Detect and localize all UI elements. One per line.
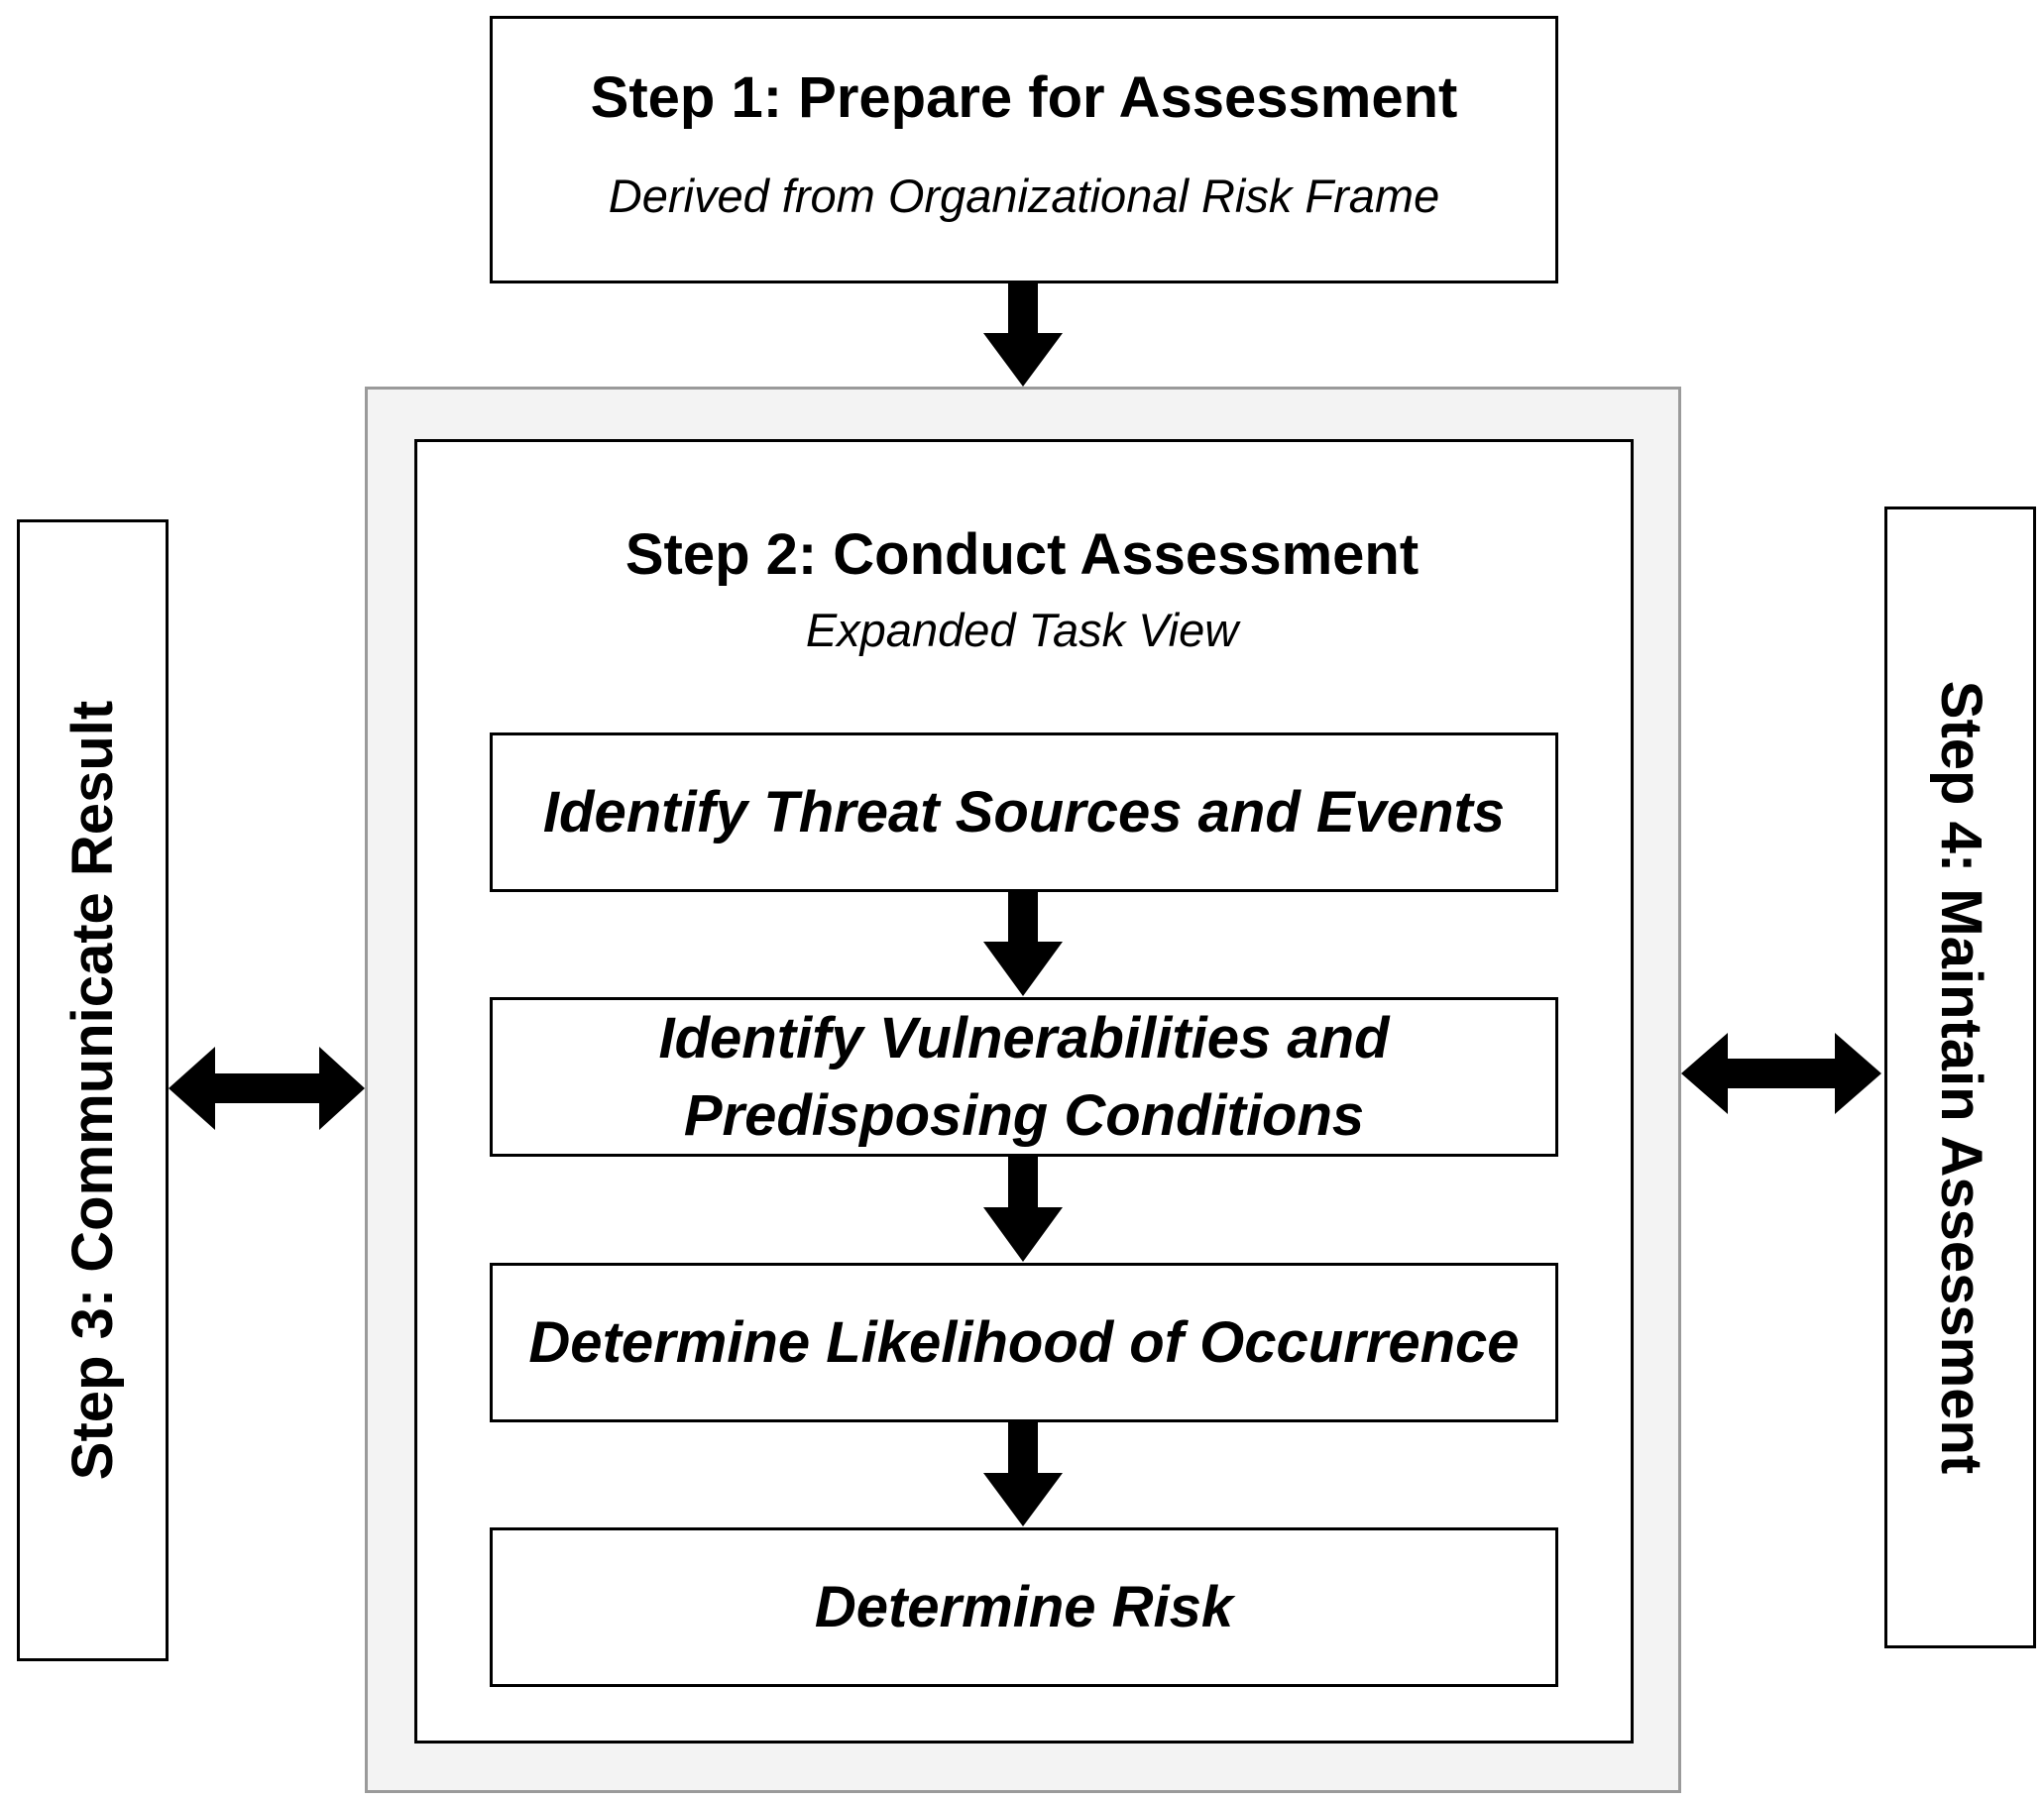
step4-box: Step 4: Maintain Assessment	[1884, 507, 2036, 1648]
task-label-line1: Determine Risk	[814, 1574, 1234, 1639]
double-arrow-icon	[1681, 1033, 1881, 1114]
step4-label: Step 4: Maintain Assessment	[1928, 680, 1993, 1475]
task-label-line2: Predisposing Conditions	[683, 1082, 1365, 1148]
step1-title: Step 1: Prepare for Assessment	[590, 64, 1458, 130]
step2-subtitle: Expanded Task View	[805, 604, 1239, 656]
task-determine-risk: Determine Risk	[490, 1527, 1558, 1687]
step2-title: Step 2: Conduct Assessment	[625, 522, 1419, 587]
task-label-line1: Determine Likelihood of Occurrence	[528, 1309, 1520, 1375]
task-identify-threats: Identify Threat Sources and Events	[490, 732, 1558, 892]
task-label-line1: Identify Vulnerabilities and	[658, 1005, 1390, 1070]
double-arrow-icon	[169, 1047, 365, 1130]
task-determine-likelihood: Determine Likelihood of Occurrence	[490, 1263, 1558, 1422]
step3-box: Step 3: Communicate Result	[17, 519, 169, 1661]
step1-box: Step 1: Prepare for Assessment Derived f…	[490, 16, 1558, 283]
task-identify-vulnerabilities: Identify Vulnerabilities and Predisposin…	[490, 997, 1558, 1157]
task-label-line1: Identify Threat Sources and Events	[542, 779, 1506, 844]
step3-label: Step 3: Communicate Result	[59, 700, 125, 1481]
arrow-down-icon	[983, 283, 1063, 387]
step1-subtitle: Derived from Organizational Risk Frame	[608, 169, 1440, 222]
